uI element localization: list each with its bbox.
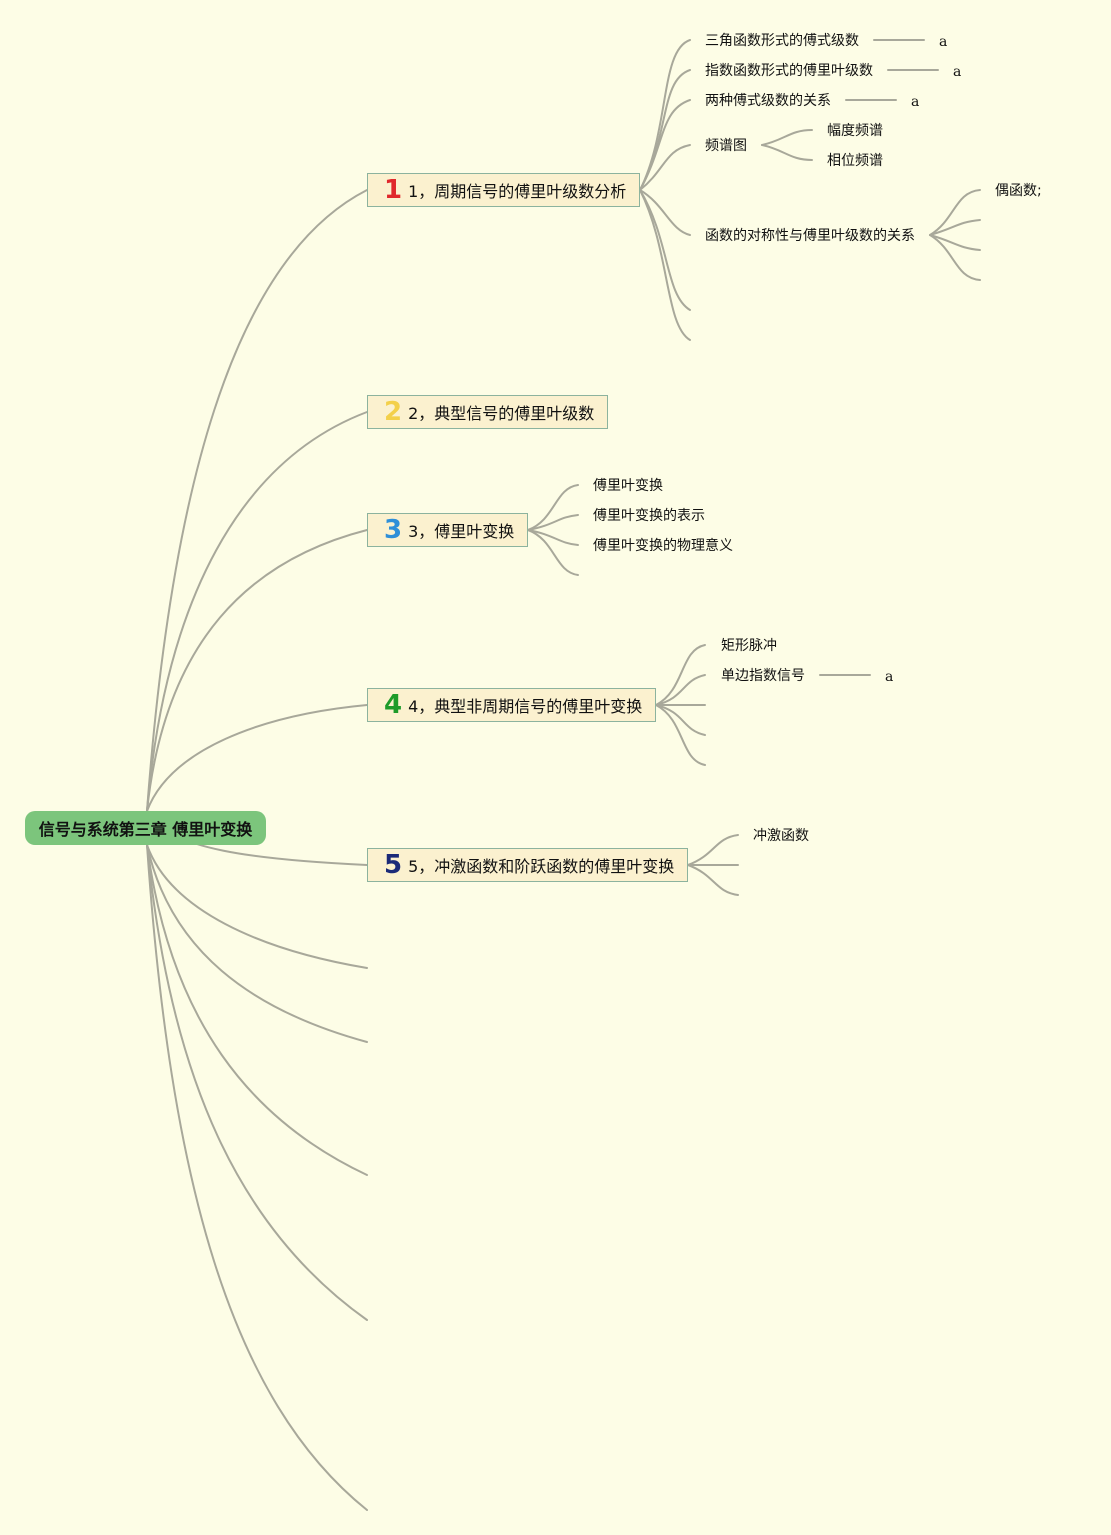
note-exp-series[interactable]: a [953,64,962,80]
topic-3-label: 3，傅里叶变换 [408,522,515,541]
subtopic-even-function[interactable]: 偶函数; [995,183,1042,199]
subtopic-fourier-transform[interactable]: 傅里叶变换 [593,478,663,494]
subtopic-ft-representation[interactable]: 傅里叶变换的表示 [593,508,705,524]
subtopic-trig-series[interactable]: 三角函数形式的傅式级数 [705,33,859,49]
subtopic-impulse-function[interactable]: 冲激函数 [753,828,809,844]
topic-2[interactable]: 2 2，典型信号的傅里叶级数 [367,395,608,429]
subtopic-ft-physical-meaning[interactable]: 傅里叶变换的物理意义 [593,538,733,554]
topic-4-label: 4，典型非周期信号的傅里叶变换 [408,697,643,716]
root-title: 信号与系统第三章 傅里叶变换 [38,820,253,839]
subtopic-exp-series[interactable]: 指数函数形式的傅里叶级数 [705,63,873,79]
subtopic-phase-spectrum[interactable]: 相位频谱 [827,153,883,169]
note-one-sided-exp[interactable]: a [885,669,894,685]
topic-1[interactable]: 1 1，周期信号的傅里叶级数分析 [367,173,640,207]
number-3-icon: 3 [384,515,403,545]
subtopic-rect-pulse[interactable]: 矩形脉冲 [721,638,777,654]
note-trig-series[interactable]: a [939,34,948,50]
subtopic-spectrum[interactable]: 频谱图 [705,138,747,154]
topic-1-label: 1，周期信号的傅里叶级数分析 [408,182,627,201]
subtopic-series-relation[interactable]: 两种傅式级数的关系 [705,93,831,109]
number-2-icon: 2 [384,397,403,427]
subtopic-symmetry[interactable]: 函数的对称性与傅里叶级数的关系 [705,228,915,244]
topic-2-label: 2，典型信号的傅里叶级数 [408,404,595,423]
topic-4[interactable]: 4 4，典型非周期信号的傅里叶变换 [367,688,656,722]
root-topic[interactable]: 信号与系统第三章 傅里叶变换 [25,811,266,845]
subtopic-amplitude-spectrum[interactable]: 幅度频谱 [827,123,883,139]
number-1-icon: 1 [384,175,403,205]
number-5-icon: 5 [384,850,403,880]
topic-5-label: 5，冲激函数和阶跃函数的傅里叶变换 [408,857,675,876]
number-4-icon: 4 [384,690,403,720]
subtopic-one-sided-exp[interactable]: 单边指数信号 [721,668,805,684]
topic-5[interactable]: 5 5，冲激函数和阶跃函数的傅里叶变换 [367,848,688,882]
note-series-relation[interactable]: a [911,94,920,110]
topic-3[interactable]: 3 3，傅里叶变换 [367,513,528,547]
